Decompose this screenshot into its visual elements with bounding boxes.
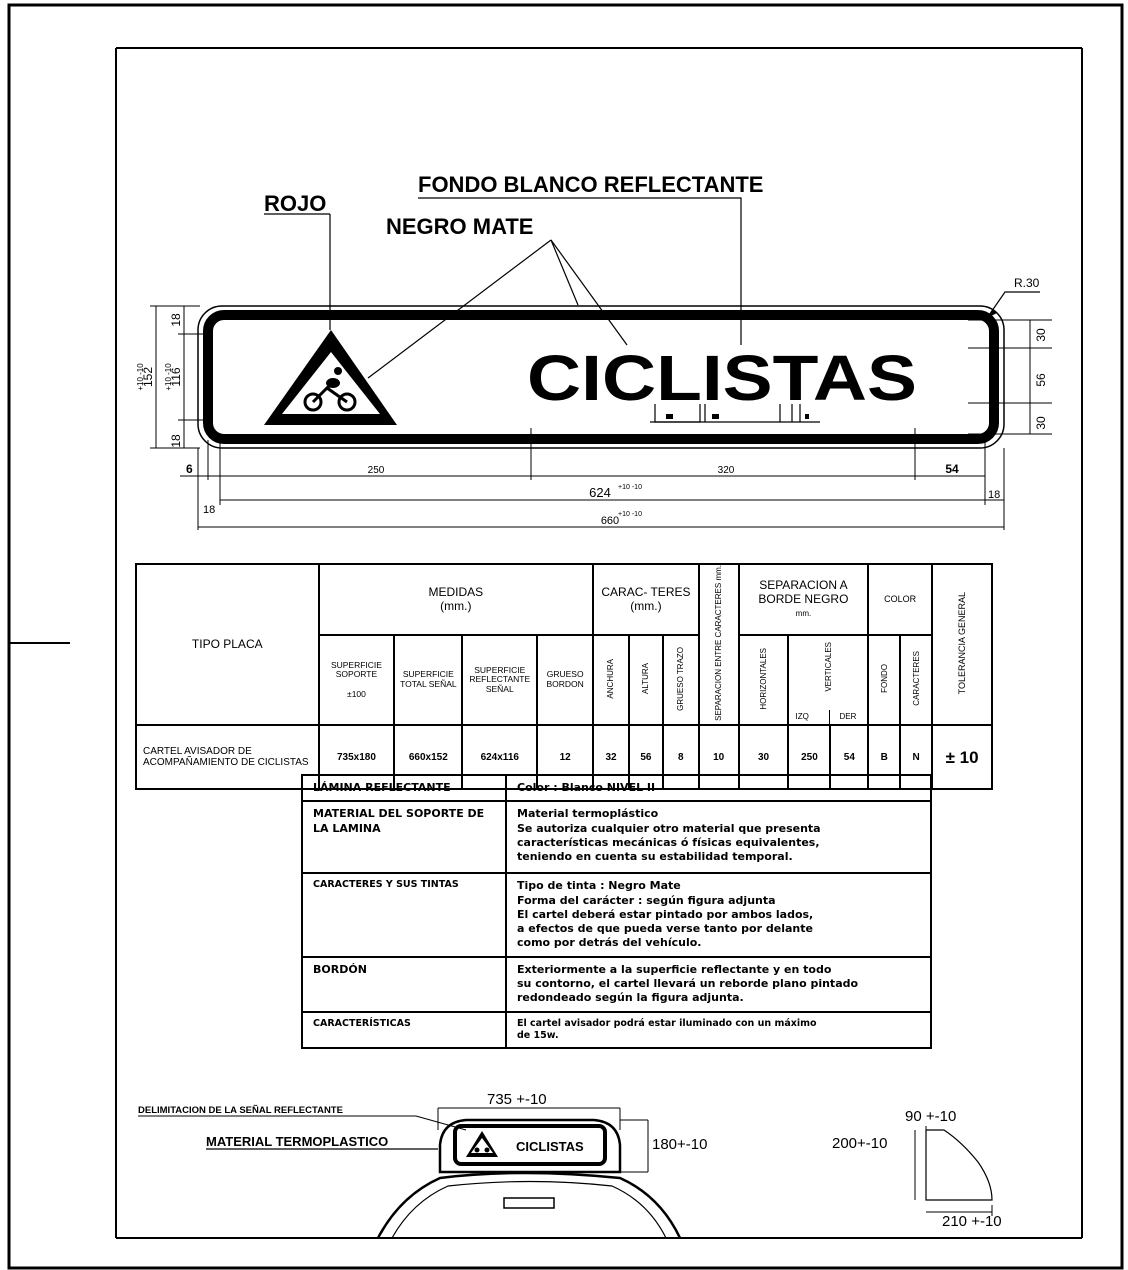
th-horizontales: HORIZONTALES (737, 633, 790, 727)
th-altura: ALTURA (627, 633, 664, 727)
th-caracteres: CARAC- TERES(mm.) (592, 563, 700, 636)
th-color: COLOR (867, 563, 934, 636)
dim-left-margin: 18 (203, 504, 215, 516)
th-fondo: FONDO (867, 633, 902, 727)
sign-drawing: CICLISTAS FONDO BLANCO REFLECTANTE ROJO … (136, 172, 1052, 530)
th-grueso-bordon: GRUESO BORDON (536, 633, 595, 727)
th-medidas: MEDIDAS(mm.) (317, 563, 595, 636)
cell-tolerancia: ± 10 (931, 724, 993, 791)
row-name: CARTEL AVISADOR DE ACOMPAÑAMIENTO DE CIC… (135, 724, 320, 791)
mat-val-1: Material termoplástico Se autoriza cualq… (505, 800, 932, 875)
mat-key-2: CARACTERES Y SUS TINTAS (301, 872, 507, 958)
car-roof-drawing: DELIMITACION DE LA SEÑAL REFLECTANTE MAT… (138, 1091, 1002, 1239)
dim-right-mid: 56 (1034, 373, 1048, 387)
th-grueso-trazo: GRUESO TRAZO (661, 633, 700, 727)
label-rojo: ROJO (264, 191, 326, 216)
label-negro-mate: NEGRO MATE (386, 214, 533, 239)
dim-right-top: 30 (1034, 328, 1048, 342)
materials-table: LÁMINA REFLECTANTE Color : Blanco NIVEL … (301, 773, 932, 1050)
dim-total-height: 152 (141, 367, 155, 387)
spec-table: TIPO PLACA MEDIDAS(mm.) CARAC- TERES(mm.… (135, 562, 993, 791)
label-material: MATERIAL TERMOPLASTICO (206, 1134, 388, 1149)
mini-sign-text: CICLISTAS (516, 1139, 584, 1154)
dim-total-height-tol: +10 -10 (136, 363, 145, 391)
mat-val-4: El cartel avisador podrá estar iluminado… (505, 1010, 932, 1050)
dim-reflective-width: 624 (589, 485, 611, 500)
dim-profile-height: 200+-10 (832, 1135, 887, 1152)
dim-inner-height-tol: +10 -10 (164, 363, 173, 391)
th-caracteres-col: CARACTERES (899, 633, 934, 727)
dim-right-bottom: 30 (1034, 416, 1048, 430)
mat-val-0: Color : Blanco NIVEL II (505, 773, 932, 803)
th-sup-total: SUPERFICIE TOTAL SEÑAL (393, 633, 464, 727)
label-delimitacion: DELIMITACION DE LA SEÑAL REFLECTANTE (138, 1105, 343, 1116)
th-separacion-chars: SEPARACION ENTRE CARACTERES mm. (697, 562, 740, 727)
dim-total-width-tol: +10 -10 (618, 511, 642, 518)
dim-profile-base: 210 +-10 (942, 1213, 1002, 1230)
mat-key-4: CARACTERÍSTICAS (301, 1010, 507, 1050)
cyclist-warning-icon (264, 330, 397, 425)
dim-seg-right: 54 (945, 462, 959, 476)
mini-warning-icon (466, 1131, 498, 1157)
sign-text: CICLISTAS (527, 342, 917, 414)
th-tolerancia: TOLERANCIA GENERAL (931, 562, 993, 727)
dim-border-bottom: 18 (169, 434, 183, 448)
dim-right-margin: 18 (988, 489, 1000, 501)
dim-reflective-width-tol: +10 -10 (618, 484, 642, 491)
th-anchura: ANCHURA (592, 633, 630, 727)
dim-mini-height: 180+-10 (652, 1136, 707, 1153)
mat-val-2: Tipo de tinta : Negro Mate Forma del car… (505, 872, 932, 958)
dim-border-top: 18 (169, 313, 183, 327)
dim-left-gap: 6 (186, 462, 193, 476)
mat-key-0: LÁMINA REFLECTANTE (301, 773, 507, 803)
th-verticales: VERTICALES IZQ DER (787, 633, 870, 727)
dim-mini-width: 735 +-10 (487, 1091, 547, 1108)
label-fondo: FONDO BLANCO REFLECTANTE (418, 172, 763, 197)
mat-val-3: Exteriormente a la superficie reflectant… (505, 955, 932, 1013)
dim-seg-mid: 320 (718, 465, 735, 476)
th-sup-reflectante: SUPERFICIE REFLECTANTE SEÑAL (461, 633, 539, 727)
dim-seg-left: 250 (368, 465, 385, 476)
th-sup-soporte: SUPERFICIE SOPORTE±100 (317, 633, 396, 727)
th-tipo: TIPO PLACA (135, 562, 320, 727)
dim-profile-top: 90 +-10 (905, 1108, 956, 1125)
radius-label: R.30 (1014, 276, 1040, 290)
dim-total-width: 660 (601, 515, 619, 527)
mat-key-1: MATERIAL DEL SOPORTE DE LA LAMINA (301, 800, 507, 875)
mat-key-3: BORDÓN (301, 955, 507, 1013)
dim-inner-height: 116 (169, 367, 183, 386)
